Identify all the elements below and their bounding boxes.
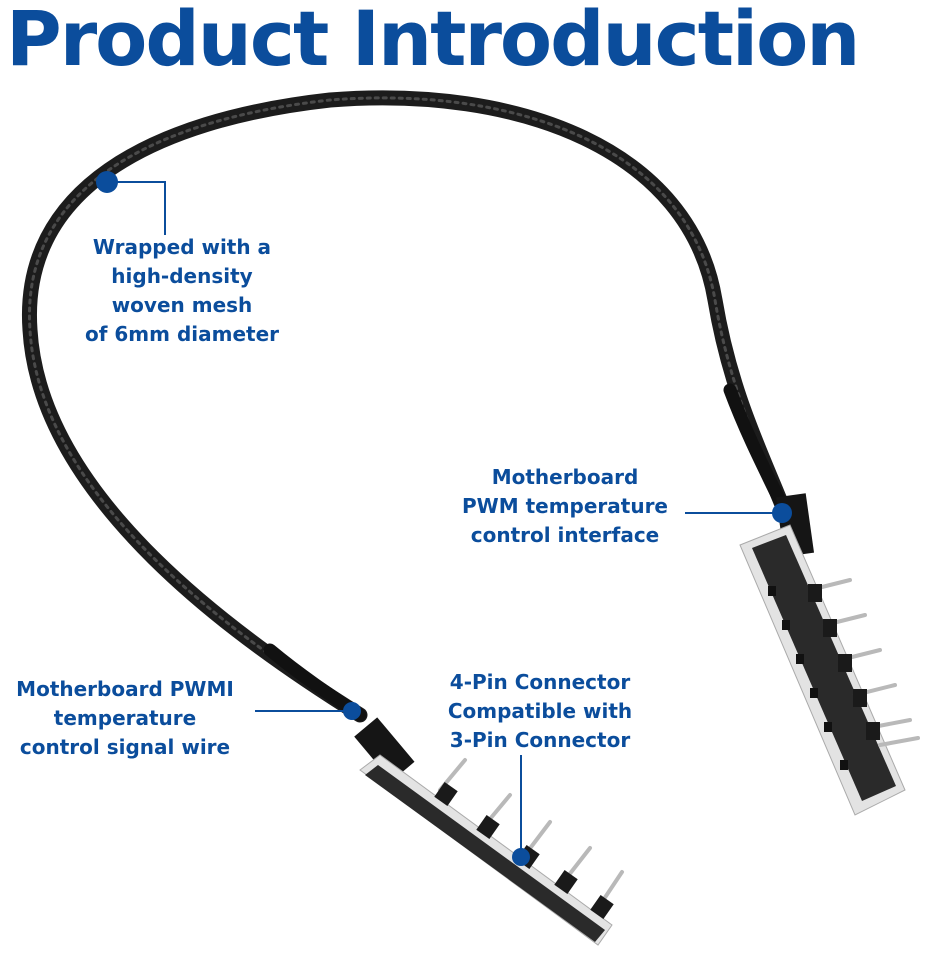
callout-interface: Motherboard PWM temperature control inte… — [440, 463, 690, 550]
callout-line: woven mesh — [111, 293, 253, 317]
callout-line: of 6mm diameter — [84, 322, 280, 346]
page-title: Product Introduction — [6, 0, 860, 83]
mesh-leader-line — [107, 181, 166, 235]
right-hub-board — [739, 493, 920, 816]
callout-line: high-density — [111, 264, 253, 288]
callout-line: PWM temperature — [461, 494, 668, 518]
signal-dot — [343, 702, 361, 720]
callout-mesh: Wrapped with a high-density woven mesh o… — [72, 233, 292, 349]
callout-line: control interface — [470, 523, 660, 547]
callout-line: temperature — [53, 706, 197, 730]
callout-line: Wrapped with a — [92, 235, 272, 259]
mesh-dot — [96, 171, 118, 193]
callout-signal: Motherboard PWMI temperature control sig… — [0, 675, 250, 762]
callout-line: control signal wire — [19, 735, 231, 759]
callout-line: Motherboard — [491, 465, 639, 489]
connector-dot — [512, 848, 530, 866]
braided-cable — [21, 90, 790, 723]
interface-dot — [772, 503, 792, 523]
cable-sleeve-end-right — [723, 383, 789, 512]
callout-line: 3-Pin Connector — [449, 728, 631, 752]
callout-line: Compatible with — [447, 699, 633, 723]
callout-line: 4-Pin Connector — [449, 670, 631, 694]
callout-connector: 4-Pin Connector Compatible with 3-Pin Co… — [425, 668, 655, 755]
left-hub-board — [354, 717, 624, 946]
callout-line: Motherboard PWMI — [16, 677, 234, 701]
